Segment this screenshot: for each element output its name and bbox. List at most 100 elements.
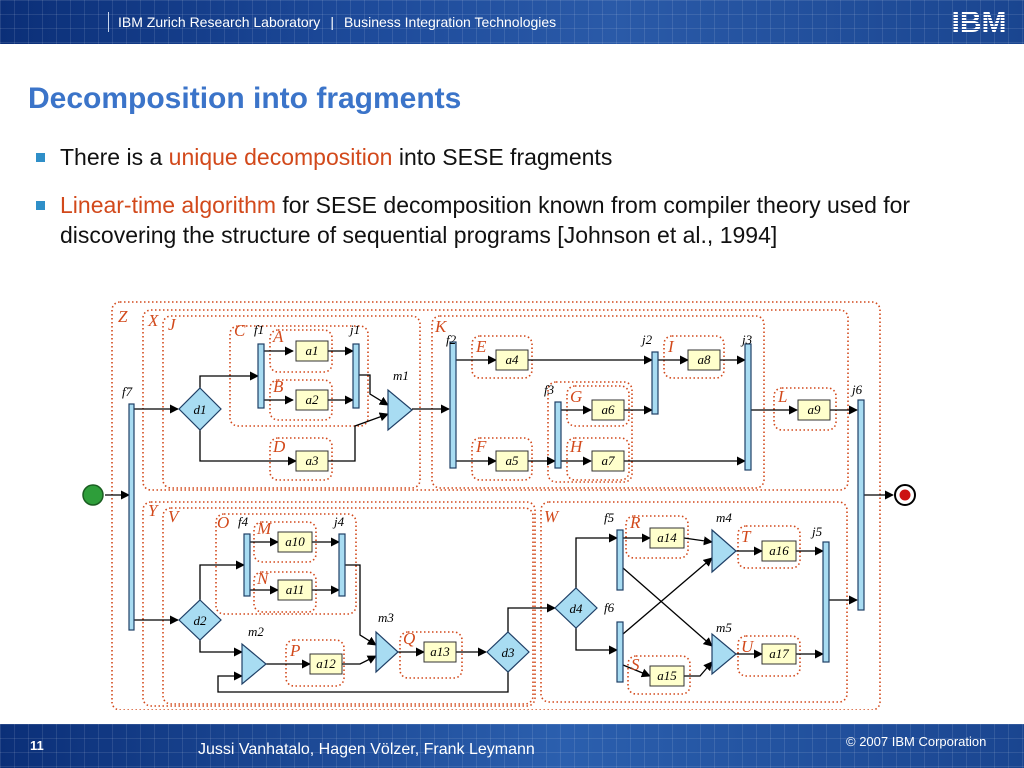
task-label: a13 [430, 644, 450, 659]
gateway-label: f6 [604, 600, 615, 615]
task-a3 [295, 450, 329, 472]
gateway-label: j2 [640, 332, 653, 347]
fragment-label: N [256, 569, 270, 588]
gateway-f2 [449, 341, 457, 469]
fragment-C [229, 325, 369, 427]
task-a10 [277, 531, 313, 553]
fragment-W [540, 501, 848, 703]
fragment-label: R [629, 513, 641, 532]
fragment-label: C [234, 321, 246, 340]
gateway-label: m5 [716, 620, 732, 635]
fragment-V [162, 507, 534, 705]
decision-d1 [178, 387, 222, 431]
ibm-logo-text: IBM [952, 6, 1007, 36]
fragment-label: Y [148, 501, 159, 520]
fragment-Z [111, 301, 881, 710]
bullet-1-before: There is a [60, 144, 169, 170]
task-label: a10 [285, 534, 305, 549]
fragment-H [566, 437, 630, 481]
gateway-label: j1 [348, 322, 360, 337]
fragment-label: V [168, 507, 181, 526]
gateway-f5 [616, 529, 624, 591]
gateway-label: f7 [122, 384, 133, 399]
gateway-label: j4 [332, 514, 345, 529]
header-divider [108, 12, 109, 32]
fragment-label: U [741, 637, 755, 656]
fragment-N [253, 571, 317, 613]
fragment-label: T [741, 527, 752, 546]
fragment-label: O [217, 513, 229, 532]
bullet-1-after: into SESE fragments [392, 144, 613, 170]
fragment-U [737, 635, 801, 677]
bullet-2-highlight: Linear-time algorithm [60, 192, 277, 218]
fragment-D [269, 437, 333, 481]
fragment-R [625, 515, 689, 559]
slide-title: Decomposition into fragments [28, 82, 462, 115]
fragment-label: H [569, 437, 584, 456]
gateway-label: m4 [716, 510, 732, 525]
fragment-label: E [475, 337, 487, 356]
fragment-J [162, 315, 421, 489]
fragment-label: L [777, 387, 787, 406]
gateway-label: m3 [378, 610, 394, 625]
gateway-j2 [651, 351, 659, 415]
merge-m5 [711, 632, 737, 676]
fragment-G [566, 385, 630, 427]
task-label: a16 [769, 543, 789, 558]
task-label: a6 [602, 402, 616, 417]
task-a12 [309, 653, 343, 675]
decision-d3 [486, 631, 530, 673]
gateway-f4 [243, 533, 251, 597]
fragment-Q [399, 631, 463, 679]
fragment-L [773, 387, 837, 431]
fragment-label: P [289, 641, 300, 660]
gateway-j6 [857, 399, 865, 611]
start-event [82, 484, 104, 506]
footer-grid-pattern [0, 724, 1024, 768]
fragment-F [471, 437, 533, 481]
task-label: a4 [506, 352, 520, 367]
fragment-label: I [667, 337, 675, 356]
fragment-label: F [475, 437, 487, 456]
task-a8 [687, 349, 721, 371]
end-event-core [899, 489, 911, 501]
gateway-j1 [352, 343, 360, 409]
merge-m2 [241, 642, 267, 686]
bullet-text: There is a unique decomposition into SES… [60, 142, 940, 172]
decision-d4 [554, 587, 598, 629]
decision-label: d4 [570, 601, 584, 616]
gateway-label: f1 [254, 322, 264, 337]
merge-m4 [711, 528, 737, 574]
header-text: IBM Zurich Research Laboratory|Business … [108, 14, 556, 30]
task-a6 [591, 399, 625, 421]
header-lab: IBM Zurich Research Laboratory [118, 14, 321, 30]
bullet-square-icon [36, 153, 45, 162]
task-label: a11 [286, 582, 305, 597]
gateway-f1 [257, 343, 265, 409]
gateway-label: m1 [393, 368, 409, 383]
gateway-label: m2 [248, 624, 264, 639]
task-a1 [295, 340, 329, 362]
fragment-label: J [168, 315, 177, 334]
fragment-label: Q [403, 629, 415, 648]
decision-label: d1 [194, 402, 207, 417]
gateway-label: j6 [850, 382, 863, 397]
decision-label: d3 [502, 645, 516, 660]
footer-author: Jussi Vanhatalo, Hagen Völzer, Frank Ley… [198, 741, 535, 758]
merge-m3 [375, 630, 399, 674]
merge-m1 [387, 388, 413, 432]
task-label: a17 [769, 646, 789, 661]
task-label: a3 [306, 453, 320, 468]
header-separator: | [330, 14, 334, 30]
fragment-X [142, 309, 849, 491]
gateway-label: f4 [238, 514, 249, 529]
decision-d2 [178, 599, 222, 641]
ibm-logo: IBM [952, 6, 1007, 36]
task-a2 [295, 389, 329, 411]
gateway-label: j5 [810, 524, 823, 539]
task-a15 [649, 665, 685, 687]
task-a13 [423, 641, 457, 663]
page-number: 11 [30, 738, 44, 753]
task-label: a15 [657, 668, 677, 683]
task-a17 [761, 643, 797, 665]
